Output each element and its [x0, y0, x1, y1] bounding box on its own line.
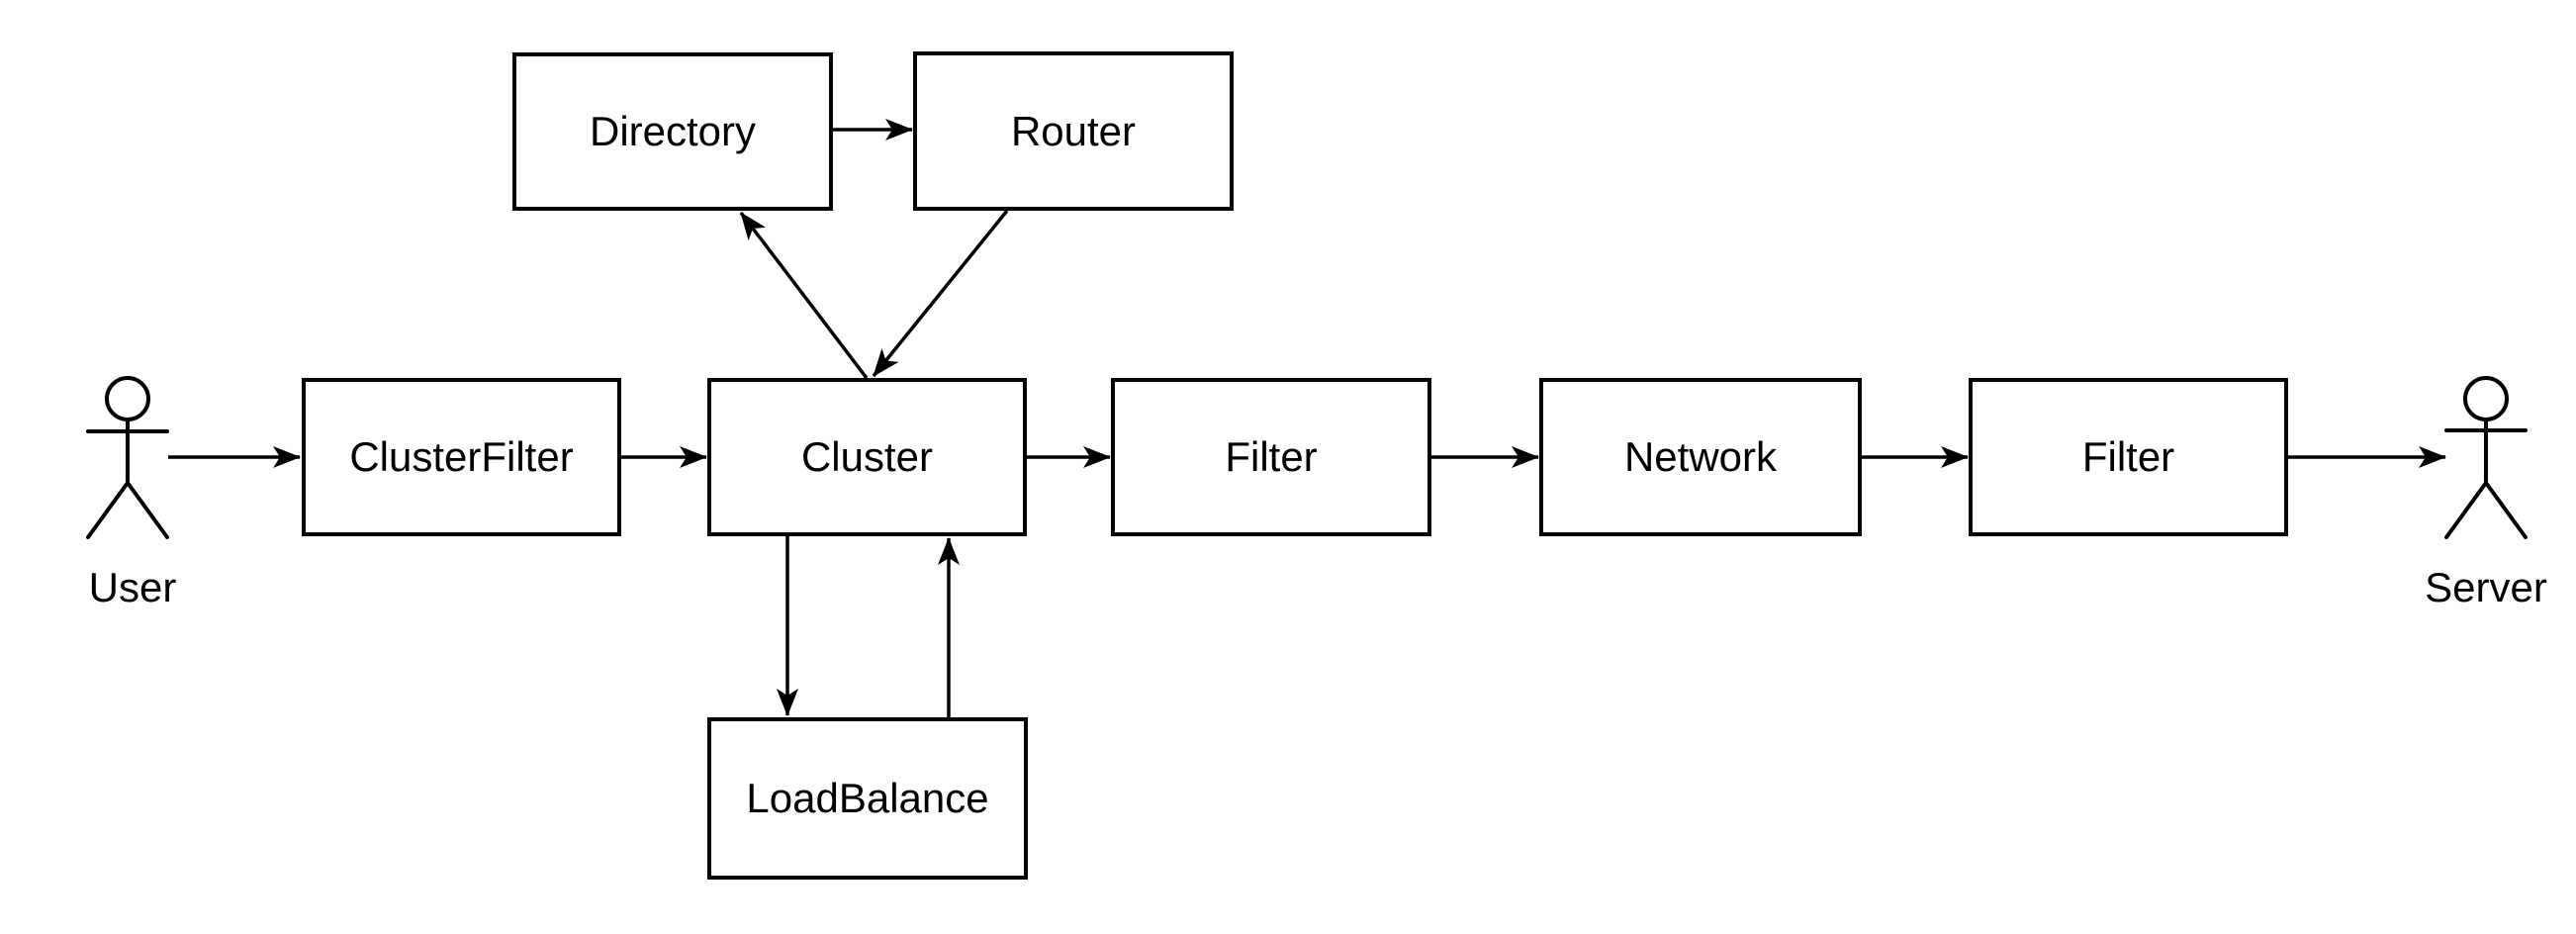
edge-cluster-to-directory — [739, 211, 869, 380]
server-left-leg — [2444, 481, 2488, 539]
user-label: User — [88, 564, 177, 610]
node-directory: Directory — [512, 52, 833, 211]
server-right-leg — [2484, 481, 2528, 539]
node-loadbalance: LoadBalance — [707, 717, 1028, 880]
user-head — [105, 376, 150, 421]
node-filter-1: Filter — [1111, 378, 1431, 536]
node-filter-2: Filter — [1969, 378, 2288, 536]
edge-router-to-cluster — [872, 209, 1009, 378]
node-cluster: Cluster — [707, 378, 1027, 536]
node-clusterfilter: ClusterFilter — [302, 378, 621, 536]
server-figure-icon — [2444, 376, 2528, 539]
user-right-leg — [126, 481, 169, 539]
node-network: Network — [1539, 378, 1862, 536]
server-head — [2463, 376, 2509, 421]
server-label: Server — [2425, 564, 2547, 610]
user-left-leg — [86, 481, 130, 539]
user-figure-icon — [86, 376, 169, 539]
node-router: Router — [913, 51, 1234, 211]
